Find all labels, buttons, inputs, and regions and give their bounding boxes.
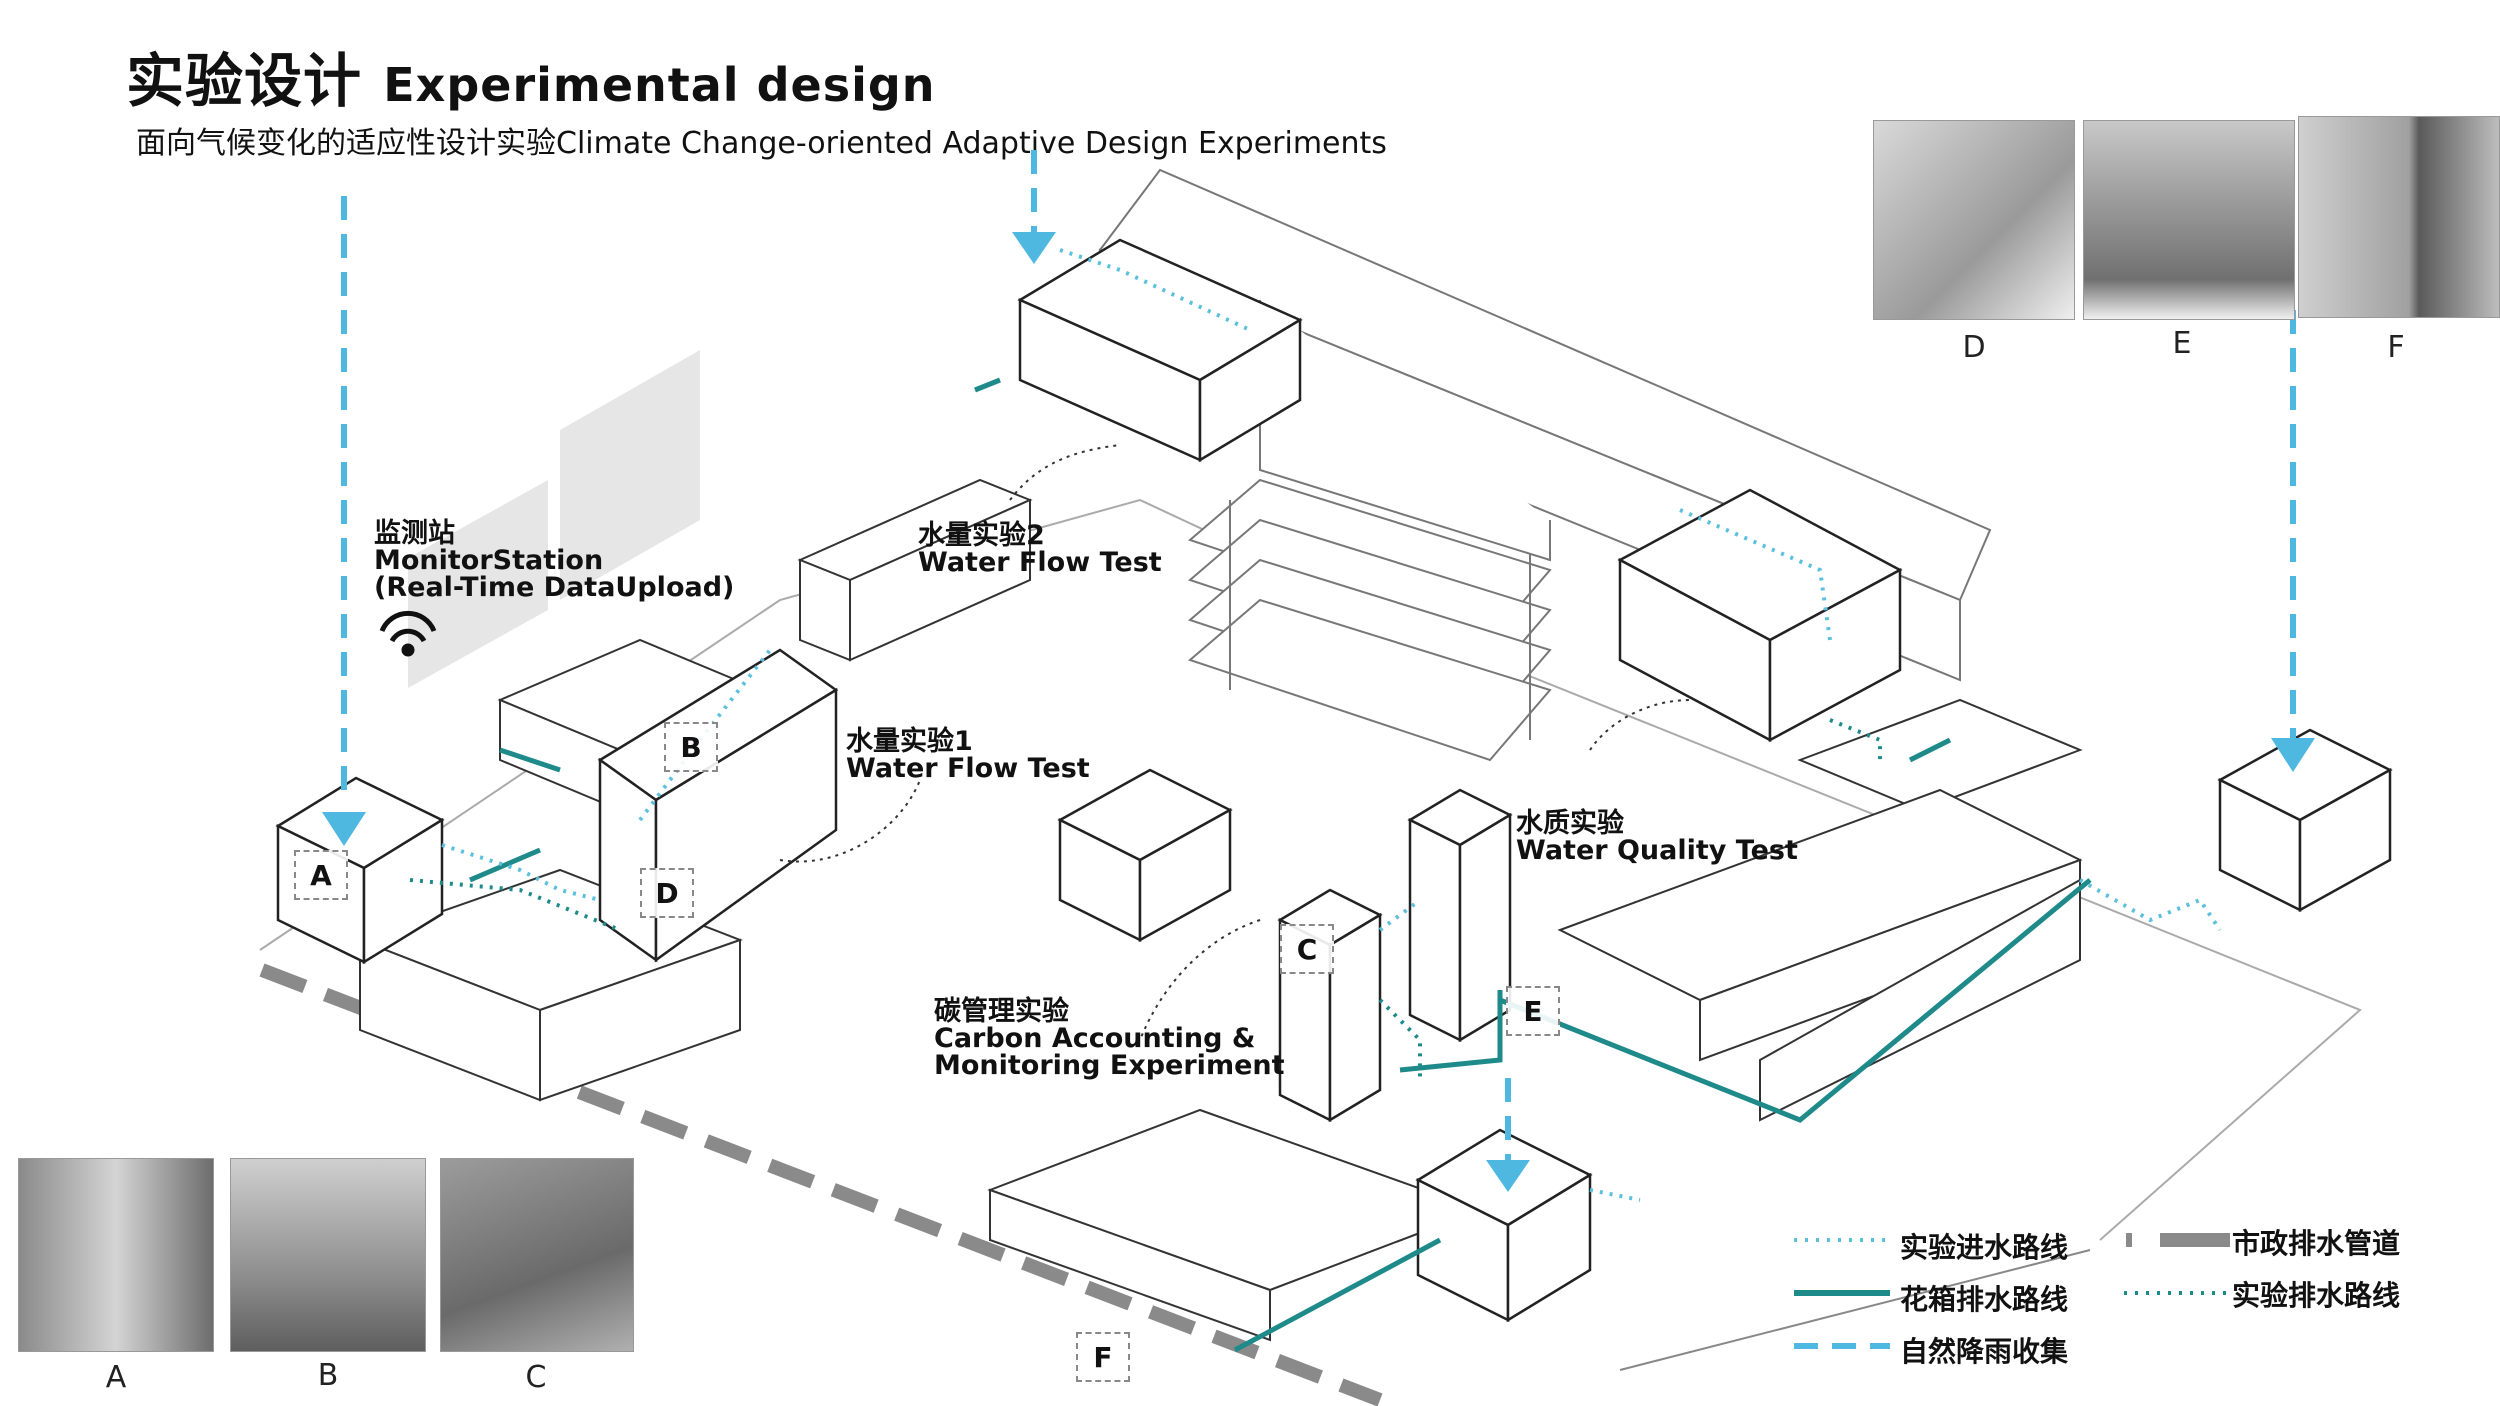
legend-planter-drain: 花箱排水路线	[1900, 1283, 2069, 1316]
photo-b	[230, 1158, 426, 1352]
flow-test-1-label: 水量实验1 Water Flow Test	[846, 728, 1090, 782]
page-title: 实验设计 Experimental design	[126, 34, 936, 118]
monitor-en2: (Real-Time DataUpload)	[374, 572, 735, 603]
planter-drain-lines	[469, 377, 2092, 1353]
marker-b: B	[664, 722, 718, 772]
carbon-cn: 碳管理实验	[934, 996, 1069, 1027]
flow2-cn: 水量实验2	[918, 520, 1045, 551]
exp-drain-lines	[409, 718, 1882, 1080]
page-subtitle: 面向气候变化的适应性设计实验Climate Change-oriented Ad…	[136, 126, 1387, 161]
leader-lines	[779, 444, 1691, 1041]
monitor-cn: 监测站	[374, 518, 455, 549]
wifi-icon	[379, 610, 437, 657]
photo-e-caption: E	[2172, 326, 2192, 361]
rain-arrows	[322, 232, 2315, 1192]
quality-test-label: 水质实验 Water Quality Test	[1516, 810, 1798, 864]
title-cn: 实验设计	[126, 47, 363, 115]
monitor-en1: MonitorStation	[374, 545, 604, 576]
legend-municipal: 市政排水管道	[2232, 1227, 2401, 1260]
title-en: Experimental design	[383, 58, 936, 112]
photo-d	[1873, 120, 2075, 320]
rain-lines	[341, 150, 2296, 1160]
photo-c	[440, 1158, 634, 1352]
legend-rain: 自然降雨收集	[1900, 1335, 2069, 1368]
quality-en: Water Quality Test	[1516, 835, 1798, 866]
flow1-cn: 水量实验1	[846, 726, 973, 757]
photo-a	[18, 1158, 214, 1352]
carbon-test-label: 碳管理实验 Carbon Accounting & Monitoring Exp…	[934, 998, 1285, 1079]
monitor-station-label: 监测站 MonitorStation (Real-Time DataUpload…	[374, 520, 734, 601]
carbon-en1: Carbon Accounting &	[934, 1023, 1256, 1054]
photo-e	[2083, 120, 2295, 320]
legend-exp-drain: 实验排水路线	[2232, 1279, 2401, 1312]
carbon-en2: Monitoring Experiment	[934, 1050, 1285, 1081]
marker-e: E	[1506, 986, 1560, 1036]
legend-swatches-left	[1794, 1238, 1890, 1349]
marker-d: D	[640, 868, 694, 918]
flow2-en: Water Flow Test	[918, 547, 1162, 578]
flow-test-2-label: 水量实验2 Water Flow Test	[918, 522, 1162, 576]
photo-c-caption: C	[525, 1360, 547, 1395]
photo-b-caption: B	[317, 1358, 339, 1393]
quality-cn: 水质实验	[1516, 808, 1624, 839]
marker-f: F	[1076, 1332, 1130, 1382]
legend-inlet: 实验进水路线	[1900, 1231, 2069, 1264]
photo-f	[2298, 116, 2500, 318]
flow1-en: Water Flow Test	[846, 753, 1090, 784]
marker-c: C	[1280, 924, 1334, 974]
photo-a-caption: A	[105, 1360, 127, 1395]
legend-swatches-right	[2124, 1233, 2230, 1295]
monitor-panel-1	[408, 480, 548, 688]
photo-f-caption: F	[2387, 330, 2405, 365]
photo-d-caption: D	[1962, 330, 1986, 365]
marker-a: A	[294, 850, 348, 900]
monitor-panel-2	[560, 350, 700, 600]
